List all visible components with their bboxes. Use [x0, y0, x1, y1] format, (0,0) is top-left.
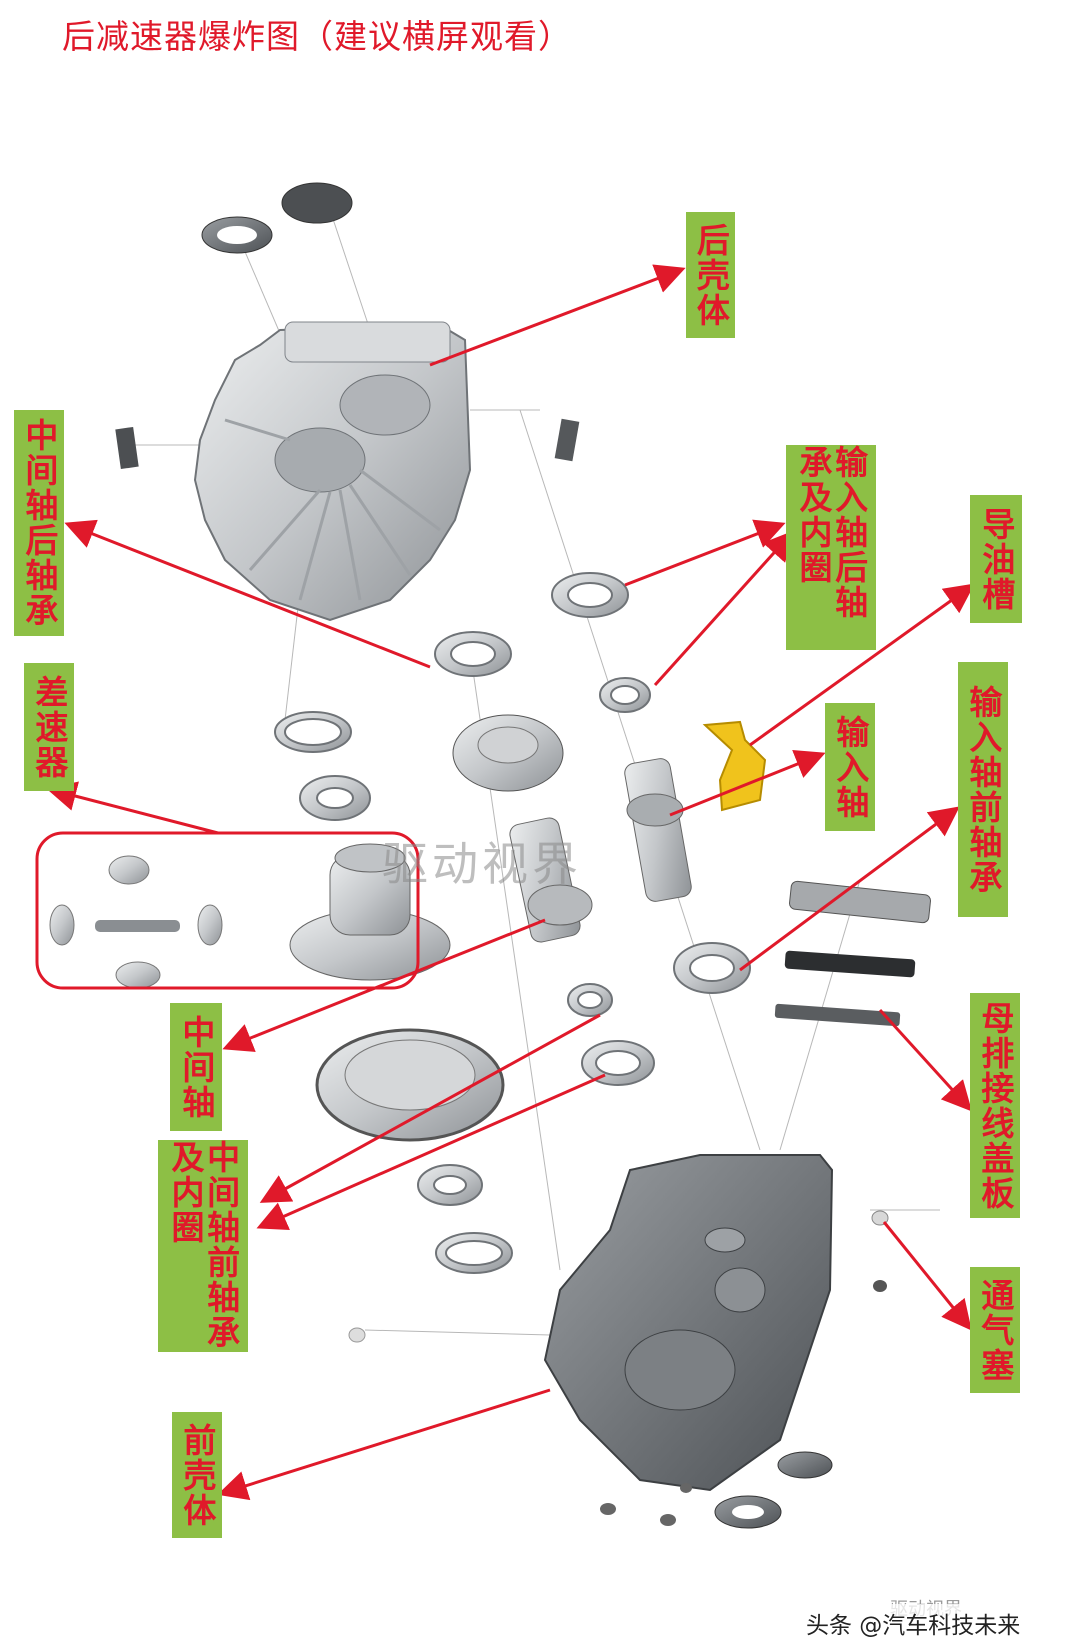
arrow-input-shaft — [669, 749, 826, 817]
arrow-countershaft — [222, 918, 546, 1052]
oil-seal-part — [201, 216, 273, 254]
countershaft-gear-part — [452, 714, 564, 792]
label-busbar-cover: 母排接线盖板 — [970, 993, 1020, 1218]
source-credit: 头条 @汽车科技未来 — [800, 1604, 1027, 1642]
input-shaft-part — [624, 758, 692, 902]
front-housing-part — [543, 1154, 834, 1492]
label-countershaft: 中间轴 — [170, 1003, 222, 1131]
label-input-shaft-rear-bearing: 输入轴后轴承及内圈 — [786, 445, 876, 650]
arrow-input-shaft-front-bearing — [739, 806, 960, 972]
rear-housing-part — [193, 321, 472, 622]
label-input-shaft-front-bearing: 输入轴前轴承 — [958, 662, 1008, 917]
ring-gear-part — [315, 1028, 505, 1142]
busbar-cover-part — [774, 880, 931, 1027]
bearing-part — [274, 572, 751, 1274]
label-breather: 通气塞 — [970, 1267, 1020, 1393]
differential-part — [49, 843, 451, 989]
arrow-countershaft-front-inner-ring — [256, 1073, 606, 1231]
watermark: 驱动视界 — [382, 837, 582, 891]
label-rear-housing: 后壳体 — [686, 212, 735, 338]
arrow-oil-guide — [749, 583, 975, 747]
arrow-breather — [882, 1221, 972, 1331]
page-title: 后减速器爆炸图（建议横屏观看） — [62, 17, 572, 56]
label-differential: 差速器 — [24, 663, 74, 791]
label-front-housing: 前壳体 — [172, 1412, 222, 1538]
differential-highlight-box — [35, 831, 420, 990]
arrow-busbar-cover — [878, 1008, 973, 1112]
magnet-pad-part — [115, 418, 580, 470]
oil-guide-part — [702, 720, 767, 812]
arrow-input-shaft-rear-bearing — [624, 519, 786, 587]
arrow-countershaft-front-bearing — [259, 1013, 601, 1203]
arrow-rear-housing — [429, 264, 686, 367]
small-parts — [348, 1210, 889, 1529]
label-countershaft-front-bearing: 中间轴前轴承及内圈 — [158, 1140, 248, 1352]
label-countershaft-rear-bearing: 中间轴后轴承 — [14, 410, 64, 636]
arrow-input-shaft-rear-inner-ring — [653, 530, 795, 687]
cap-plug-part — [281, 182, 353, 224]
countershaft-part — [509, 817, 593, 943]
label-input-shaft: 输入轴 — [825, 703, 875, 831]
arrow-differential — [46, 781, 219, 835]
label-oil-guide: 导油槽 — [970, 495, 1022, 623]
arrow-front-housing — [217, 1388, 551, 1501]
leader-arrows — [46, 264, 975, 1501]
arrow-countershaft-rear-bearing — [64, 519, 431, 669]
